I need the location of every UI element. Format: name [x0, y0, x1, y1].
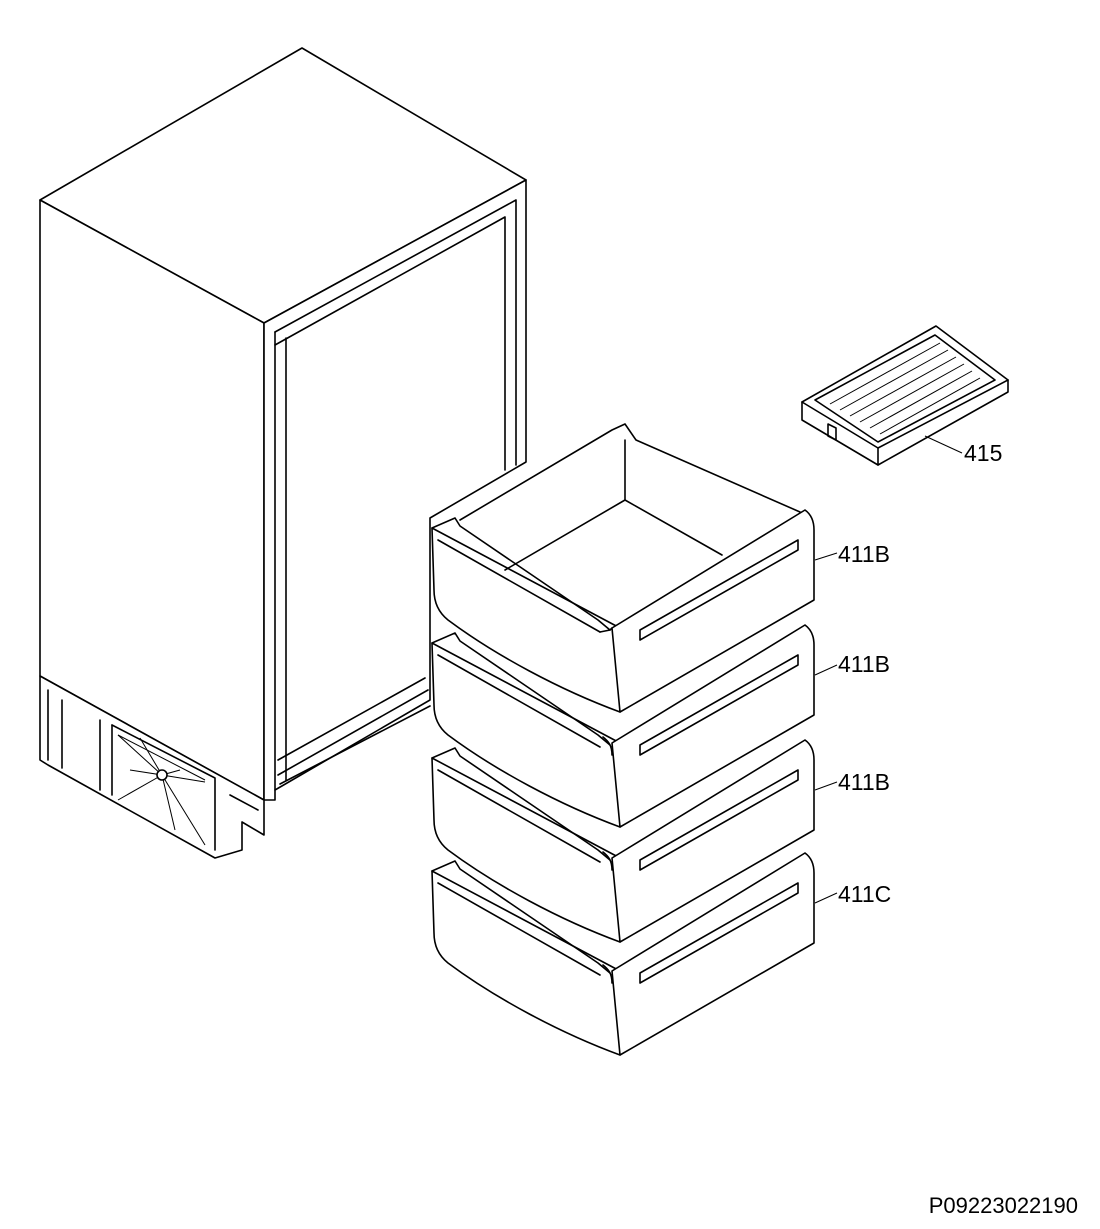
label-411b-2: 411B: [838, 651, 890, 677]
freezer-cabinet: [39, 47, 527, 859]
label-411b-1: 411B: [838, 541, 890, 567]
reference-code: P09223022190: [928, 1193, 1078, 1218]
label-415: 415: [964, 440, 1002, 466]
fan-grille: [117, 734, 206, 846]
ice-tray-415: [801, 325, 1009, 466]
leader-lines: [814, 435, 963, 904]
label-411c: 411C: [838, 881, 891, 907]
drawer-411b-top: [431, 423, 815, 713]
label-411b-3: 411B: [838, 769, 890, 795]
